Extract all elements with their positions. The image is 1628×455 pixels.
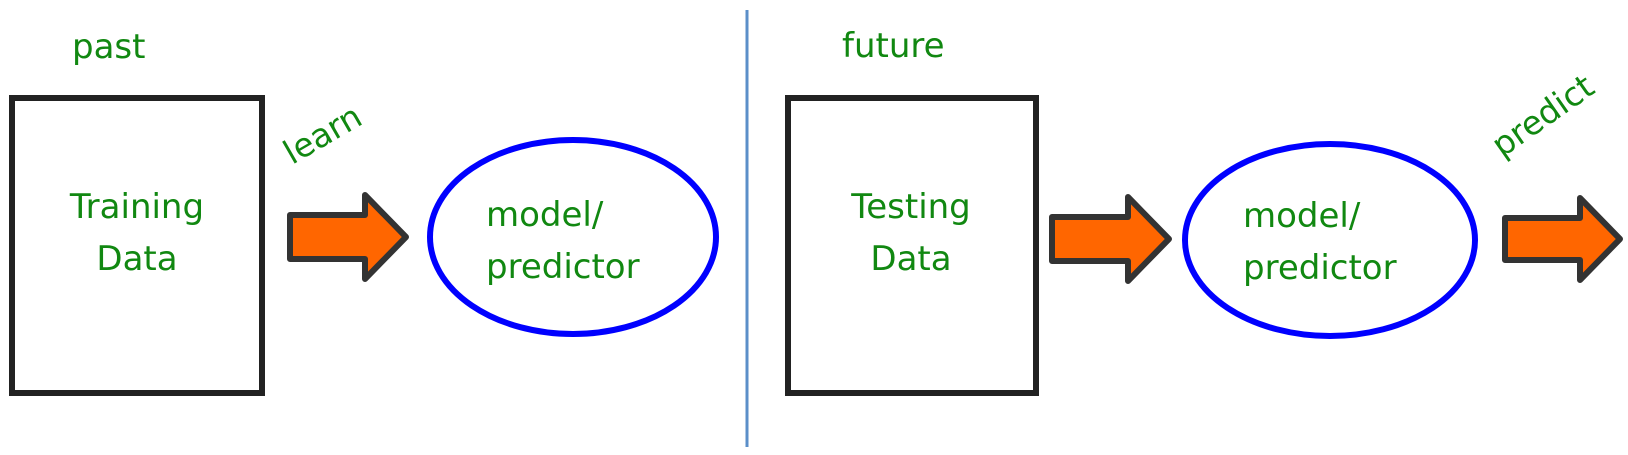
testing-data-box bbox=[785, 95, 1039, 396]
testing-model-ellipse bbox=[1182, 141, 1478, 339]
predict-output-arrow bbox=[1502, 195, 1623, 283]
training-data-box bbox=[9, 95, 265, 396]
learn-label: learn bbox=[277, 96, 369, 172]
testing-model-label-line2: predictor bbox=[1243, 248, 1397, 288]
future-heading: future bbox=[842, 26, 945, 66]
testing-data-label-line1: Testing bbox=[850, 187, 971, 227]
training-model-label-line2: predictor bbox=[486, 247, 640, 287]
training-model-label-line1: model/ bbox=[486, 195, 604, 235]
learn-arrow bbox=[287, 192, 409, 282]
training-data-label-line1: Training bbox=[69, 187, 204, 227]
testing-data-label-line2: Data bbox=[870, 239, 951, 279]
predict-label: predict bbox=[1484, 66, 1601, 164]
training-data-label-line2: Data bbox=[96, 239, 177, 279]
testing-model-label-line1: model/ bbox=[1243, 196, 1361, 236]
past-heading: past bbox=[72, 27, 145, 67]
testing-input-arrow bbox=[1049, 194, 1172, 284]
training-model-ellipse bbox=[427, 137, 719, 337]
